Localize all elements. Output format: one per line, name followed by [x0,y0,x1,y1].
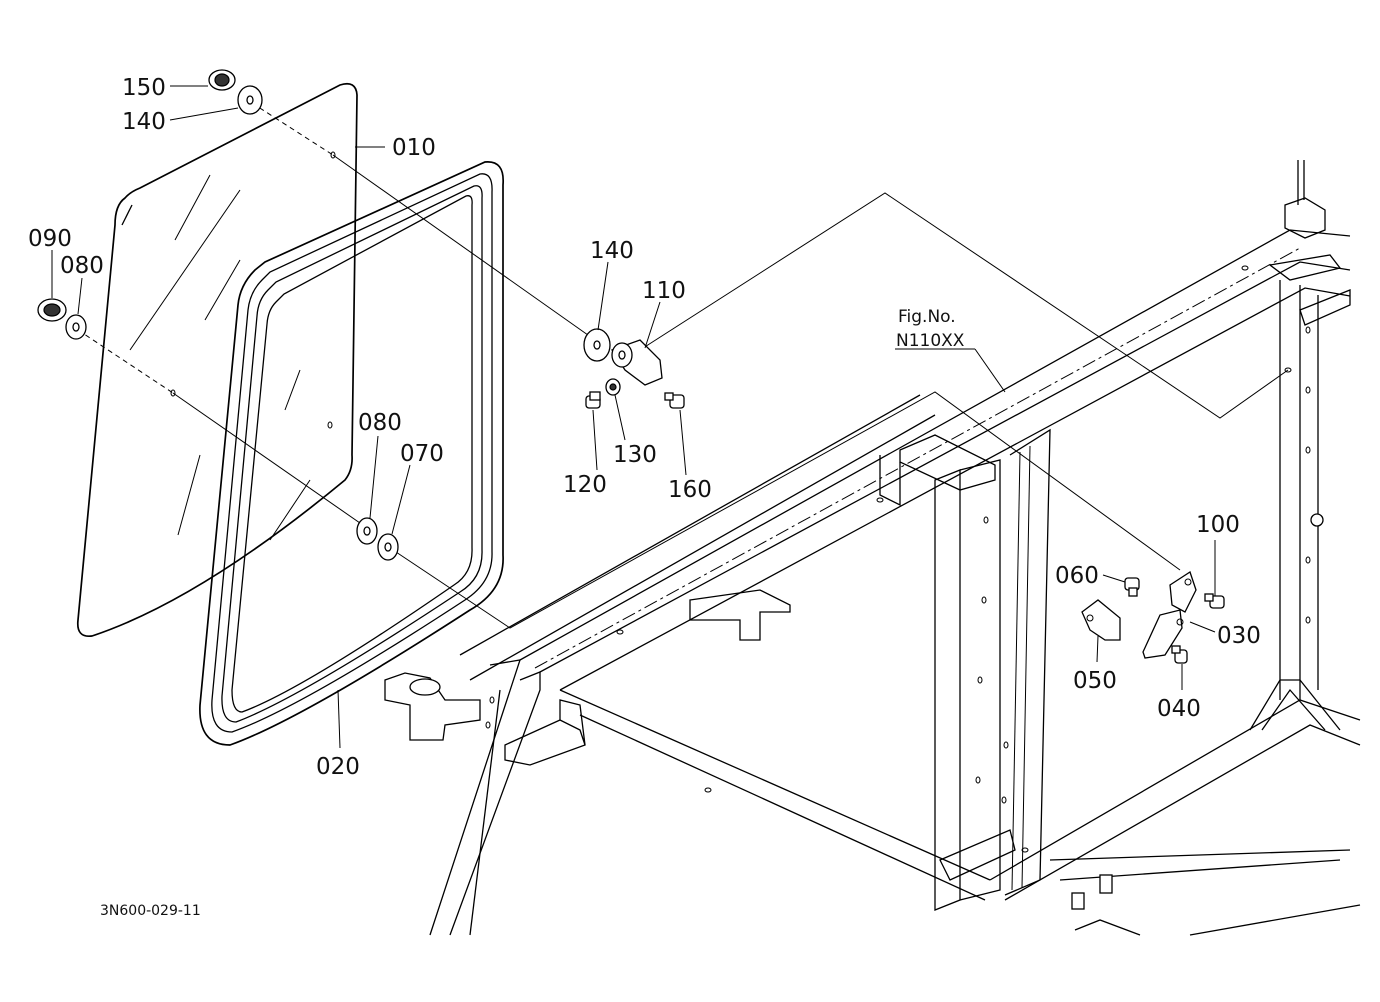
weather-seal-020 [199,161,505,746]
callout-070: 070 [400,441,444,467]
callout-010: 010 [392,135,436,161]
glass-panel-010 [76,82,358,638]
figure-reference: Fig.No. N110XX [896,307,965,351]
leader-lines [51,85,1216,749]
callout-080: 080 [358,410,402,436]
callout-130: 130 [613,442,657,468]
callout-050: 050 [1073,668,1117,694]
drawing-number: 3N600-029-11 [100,903,201,919]
callout-100: 100 [1196,512,1240,538]
callout-020: 020 [316,754,360,780]
cab-frame [384,160,1361,936]
callout-120: 120 [563,472,607,498]
assembly-lines [77,102,1289,629]
callout-140: 140 [122,109,166,135]
callout-140: 140 [590,238,634,264]
callout-060: 060 [1055,563,1099,589]
callout-080: 080 [60,253,104,279]
fig-ref-number: N110XX [896,331,965,351]
callout-150: 150 [122,75,166,101]
callout-160: 160 [668,477,712,503]
fig-ref-label: Fig.No. [898,307,956,327]
hardware-parts [37,69,1225,664]
callout-110: 110 [642,278,686,304]
callout-040: 040 [1157,696,1201,722]
callout-labels: 150 140 010 090 080 140 110 120 130 160 … [28,75,1261,780]
callout-090: 090 [28,226,72,252]
callout-030: 030 [1217,623,1261,649]
